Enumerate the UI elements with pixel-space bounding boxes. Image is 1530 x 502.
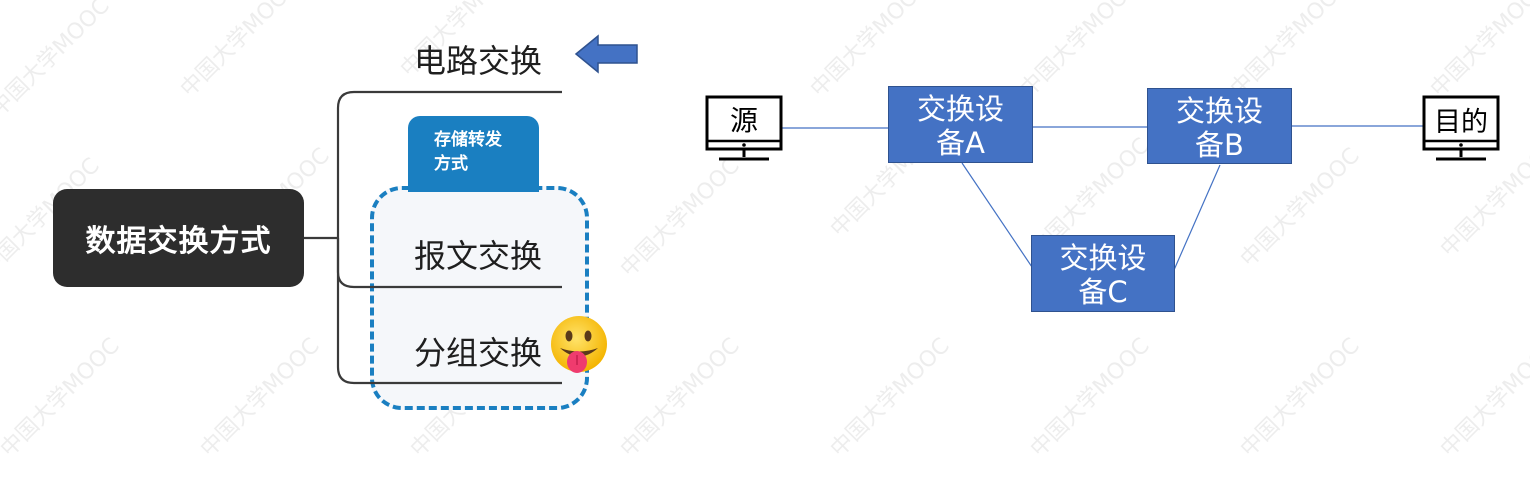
destination-label: 目的 [1434, 106, 1488, 138]
store-and-forward-tag-line2: 方式 [434, 154, 468, 174]
switch-c-line2: 备C [1078, 275, 1128, 309]
switch-device-b: 交换设 备B [1147, 88, 1292, 164]
computer-icon [1422, 95, 1500, 161]
switch-a-line2: 备A [936, 126, 985, 160]
store-and-forward-tag-line1: 存储转发 [434, 130, 502, 150]
switch-b-line2: 备B [1195, 128, 1244, 162]
root-node-switching-methods: 数据交换方式 [53, 189, 304, 287]
branch-connector-packet [336, 238, 562, 385]
tongue-out-emoji-icon [551, 316, 607, 373]
link-a-to-c [961, 162, 1035, 271]
left-arrow-icon [574, 34, 638, 74]
store-and-forward-tag: 存储转发 方式 [408, 116, 539, 192]
switch-device-a: 交换设 备A [888, 86, 1033, 163]
switch-b-line1: 交换设 [1175, 94, 1263, 128]
switch-device-c: 交换设 备C [1031, 235, 1175, 312]
source-label: 源 [729, 104, 758, 137]
source-computer: 源 [705, 95, 783, 165]
branch-message-switching: 报文交换 [414, 237, 543, 275]
switch-c-line1: 交换设 [1059, 241, 1147, 275]
branch-packet-switching: 分组交换 [414, 334, 543, 372]
link-b-to-c [1173, 164, 1221, 271]
destination-computer: 目的 [1422, 95, 1500, 165]
computer-icon [705, 95, 783, 161]
switch-a-line1: 交换设 [916, 92, 1004, 126]
branch-circuit-switching: 电路交换 [414, 42, 543, 80]
branch-connector-circuit [336, 90, 562, 238]
